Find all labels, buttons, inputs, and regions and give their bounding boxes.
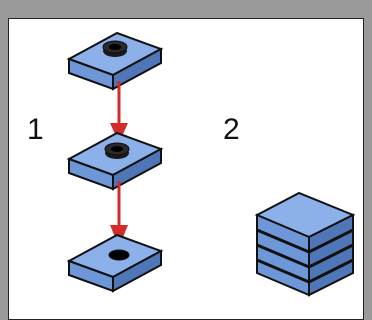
step-label-1: 1	[27, 113, 44, 146]
stacked-plates	[254, 191, 356, 297]
slotted-block-1	[66, 31, 164, 91]
slotted-block-3	[66, 233, 164, 293]
diagram-panel: 1 2	[8, 18, 364, 320]
slotted-block-2	[66, 131, 164, 191]
assembly-diagram	[66, 31, 356, 297]
step-label-2: 2	[223, 113, 240, 146]
